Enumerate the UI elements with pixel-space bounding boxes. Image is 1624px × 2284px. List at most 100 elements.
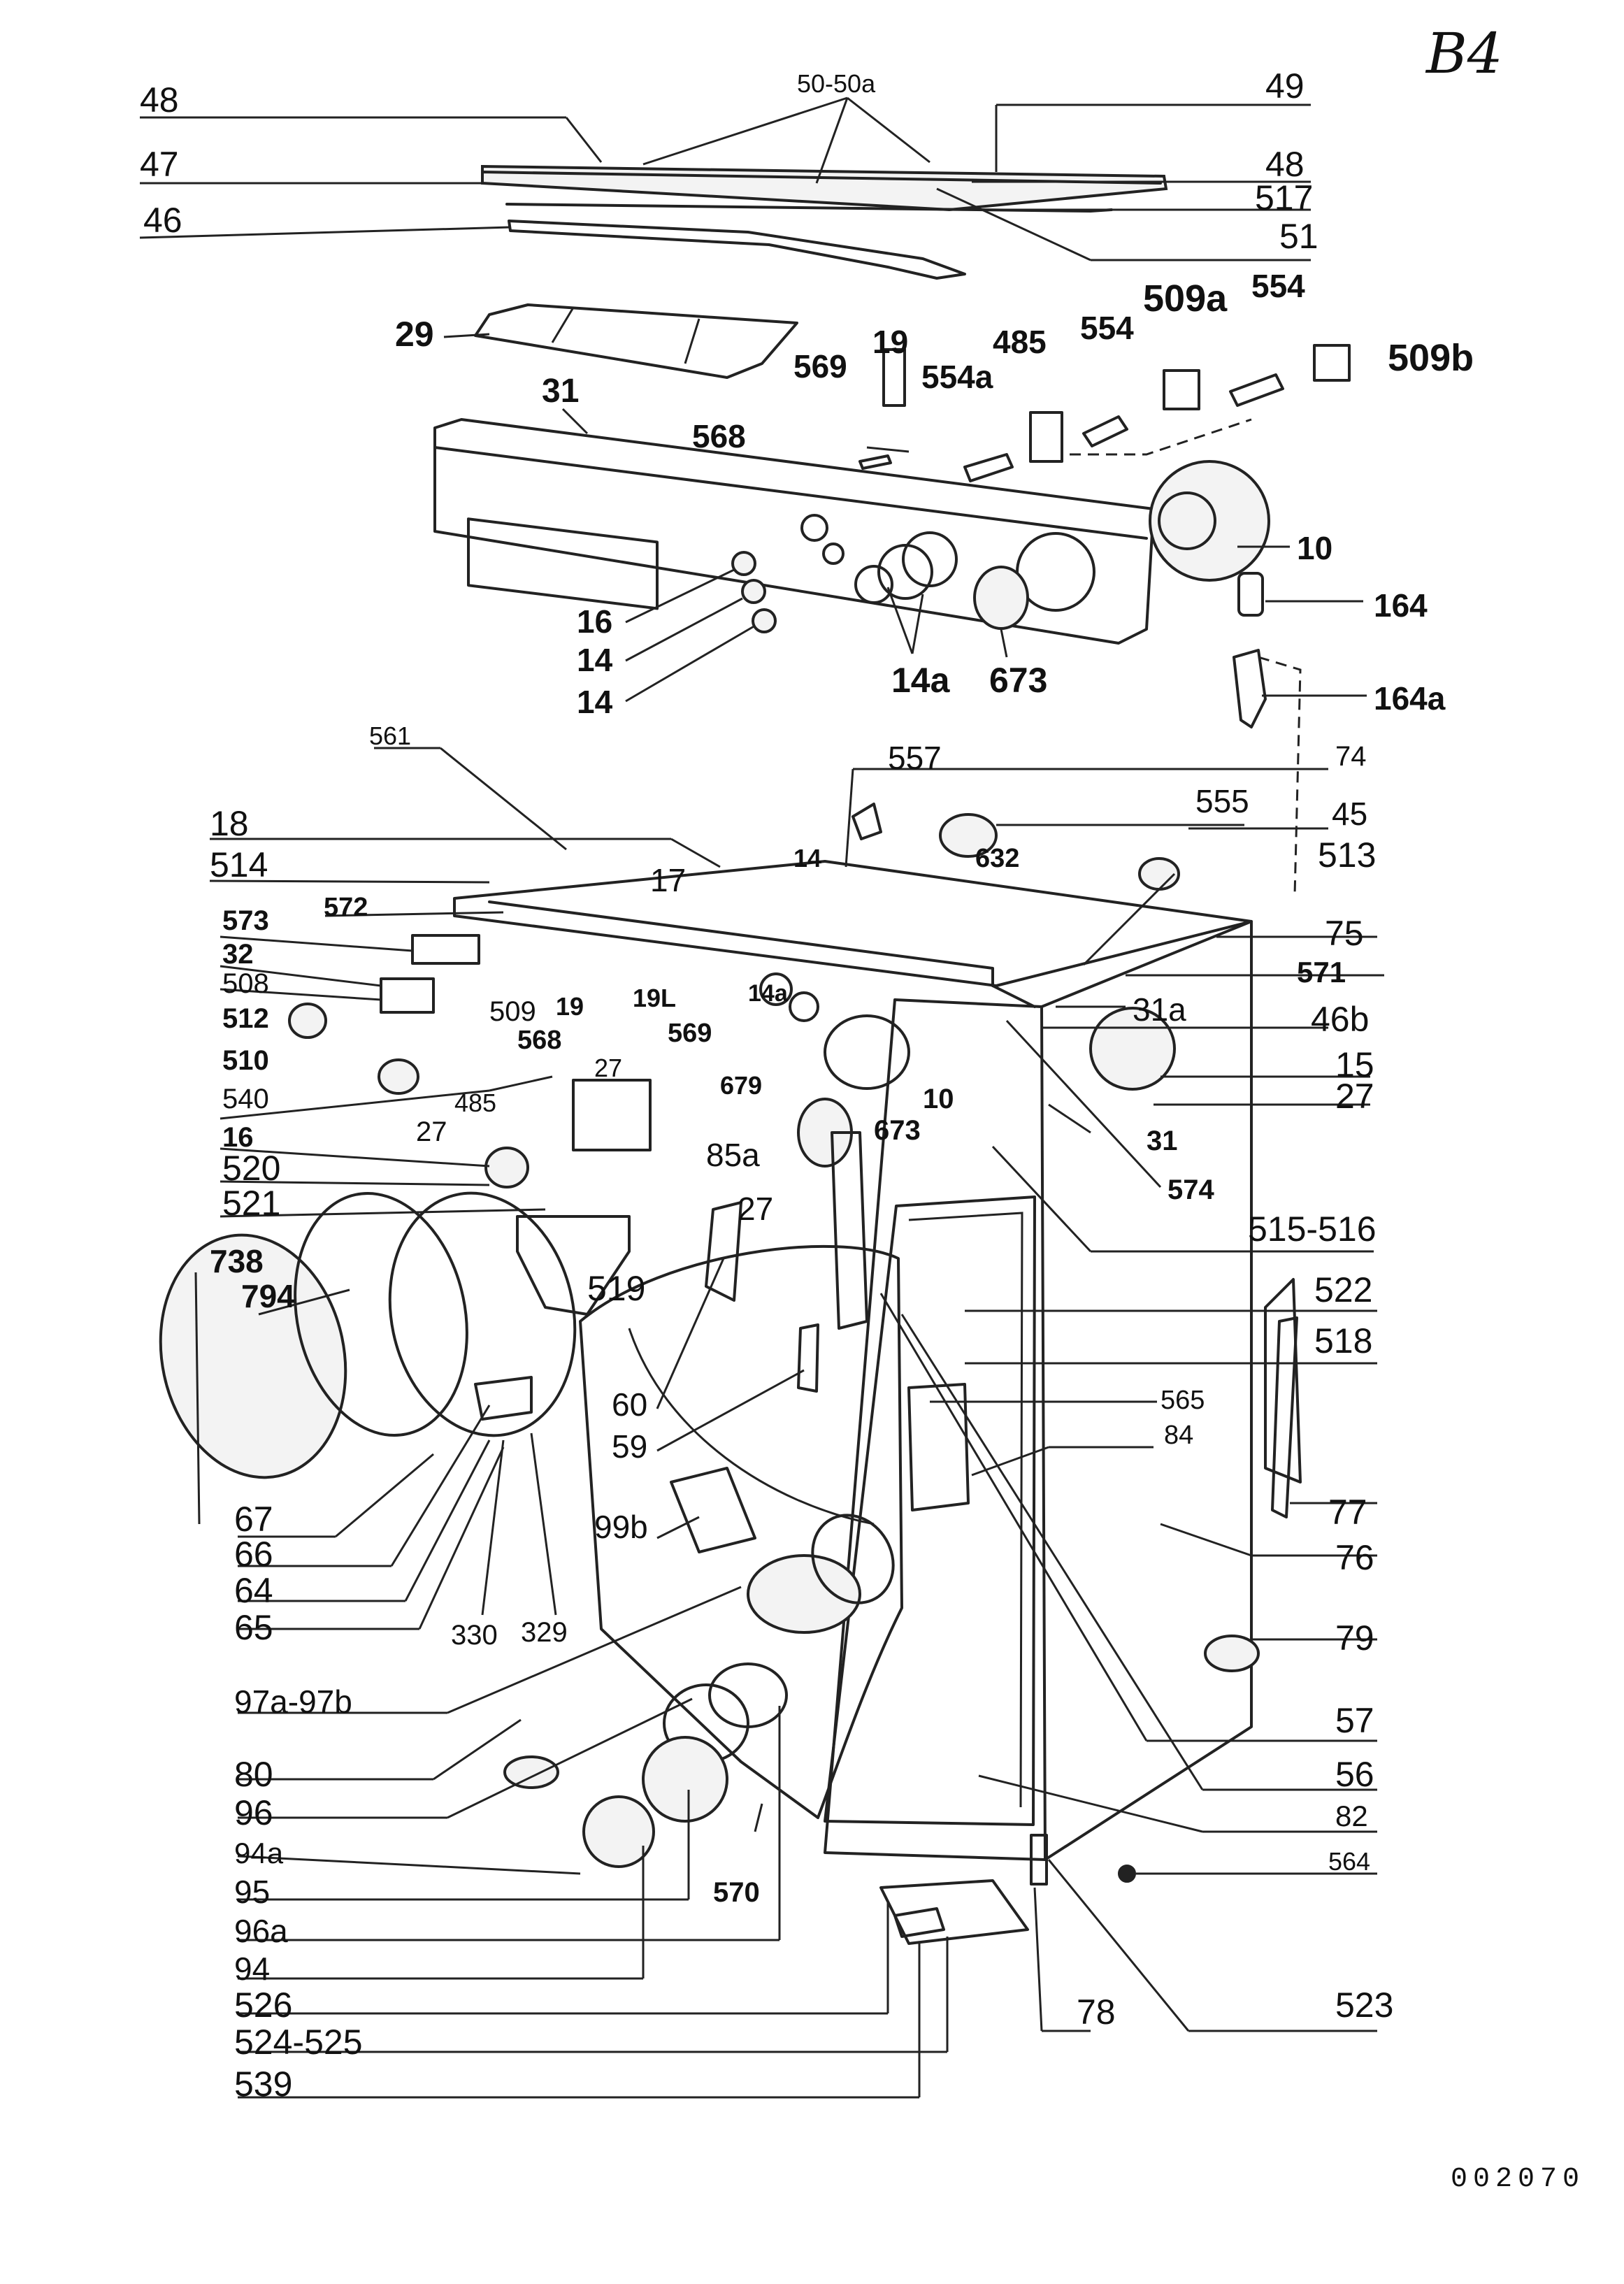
callout-label: 571: [1297, 956, 1346, 989]
callout-label: 56: [1335, 1755, 1374, 1794]
motor-housing-10: [1149, 460, 1270, 582]
callout-label: 524-525: [234, 2023, 363, 2062]
callout-label: 49: [1265, 66, 1305, 106]
bumper-79: [1204, 1635, 1260, 1672]
callout-label: 76: [1335, 1538, 1374, 1577]
callout-label: 519: [587, 1269, 645, 1308]
callout-label: 51: [1279, 217, 1318, 256]
sheet-reference: B4: [1426, 21, 1503, 86]
callout-label: 557: [888, 740, 942, 776]
knob-510: [378, 1058, 419, 1095]
rail-522: [1271, 1316, 1298, 1518]
display-window: [467, 517, 659, 610]
callout-label: 508: [222, 968, 269, 999]
callout-label: 79: [1335, 1618, 1374, 1658]
callout-label: 794: [241, 1278, 295, 1314]
push-button: [741, 579, 766, 604]
callout-label: 568: [517, 1026, 561, 1055]
bracket-164a: [1233, 649, 1267, 728]
callout-label: 329: [521, 1617, 568, 1648]
door-hinge: [474, 1376, 533, 1421]
callout-label: 521: [222, 1184, 280, 1223]
callout-label: 45: [1332, 796, 1367, 832]
pin-554: [1082, 415, 1128, 447]
callout-label: 19: [872, 324, 908, 360]
callout-label: 673: [989, 661, 1047, 700]
strap-523: [1030, 1834, 1048, 1886]
callout-label: 31: [542, 373, 579, 410]
callout-label: 570: [713, 1877, 760, 1908]
callout-label: 96: [234, 1793, 273, 1832]
control-panel-group: [433, 344, 1351, 896]
callout-label: 29: [395, 315, 434, 354]
tub-shell: [579, 1244, 903, 1819]
callout-label: 16: [222, 1122, 254, 1153]
push-button: [731, 551, 756, 576]
switch-509b: [1313, 344, 1351, 382]
callout-label: 679: [720, 1071, 762, 1100]
callout-label: 14: [793, 844, 821, 872]
callout-label: 46: [143, 201, 182, 240]
bracket-59: [797, 1323, 819, 1393]
callout-label: 27: [738, 1191, 773, 1227]
callout-label: 539: [234, 2064, 292, 2104]
base-bracket: [879, 1879, 1029, 1945]
callout-label: 82: [1335, 1800, 1368, 1832]
seal-strip: [508, 220, 966, 280]
callout-label: 522: [1314, 1270, 1372, 1309]
callout-label: 526: [234, 1985, 292, 2025]
callout-label: 568: [692, 418, 746, 454]
callout-label: 509: [489, 996, 536, 1027]
door-opening-frame: [824, 1195, 1036, 1826]
box-485: [572, 1079, 652, 1151]
callout-label: 65: [234, 1608, 273, 1647]
push-button: [752, 608, 777, 633]
plate-565: [907, 1383, 970, 1511]
callout-label: 554: [1080, 310, 1134, 346]
cabinet-top-frame: [453, 860, 1253, 987]
callout-label: 572: [324, 893, 368, 922]
screw-564: [1118, 1865, 1136, 1883]
cap-555: [939, 813, 998, 858]
selector-knob: [973, 566, 1029, 630]
side-panel-77: [1264, 1278, 1302, 1484]
callout-label: 67: [234, 1500, 273, 1539]
callout-label: 518: [1314, 1321, 1372, 1360]
callout-label: 60: [612, 1386, 647, 1423]
foot-80: [503, 1755, 559, 1789]
callout-label: 520: [222, 1149, 280, 1188]
callout-label: 14: [577, 684, 613, 720]
hose-99b: [670, 1467, 756, 1553]
door-glass: [159, 1233, 347, 1479]
switch-485: [1029, 411, 1063, 463]
callout-label: 569: [668, 1019, 712, 1048]
clip-557: [851, 803, 882, 840]
callout-label: 554: [1251, 268, 1305, 304]
callout-label: 74: [1335, 741, 1367, 772]
switch-509a: [1163, 369, 1200, 410]
pump-housing: [747, 1554, 861, 1634]
document-code: 002070: [1451, 2164, 1586, 2195]
callout-label: 164a: [1374, 680, 1446, 717]
callout-label: 512: [222, 1003, 269, 1034]
callout-label: 27: [416, 1116, 447, 1147]
pin-554a: [963, 453, 1014, 482]
callout-label: 330: [451, 1620, 498, 1651]
door-bowl: [388, 1191, 577, 1437]
callout-label: 59: [612, 1428, 647, 1465]
callout-label: 510: [222, 1045, 269, 1076]
callout-label: 32: [222, 939, 254, 970]
callout-label: 64: [234, 1571, 273, 1610]
callout-label: 19: [556, 992, 584, 1021]
callout-label: 10: [923, 1084, 954, 1114]
callout-label: 673: [874, 1115, 921, 1146]
callout-label: 10: [1297, 530, 1332, 566]
callout-label: 14a: [891, 661, 951, 700]
knob-520: [484, 1147, 529, 1188]
bracket-60: [705, 1201, 742, 1302]
callout-label: 27: [594, 1054, 622, 1082]
pump-inlet: [811, 1514, 895, 1604]
callout-label: 94a: [234, 1837, 284, 1869]
filter-cap-94: [582, 1795, 655, 1868]
callout-label: 513: [1318, 835, 1376, 875]
